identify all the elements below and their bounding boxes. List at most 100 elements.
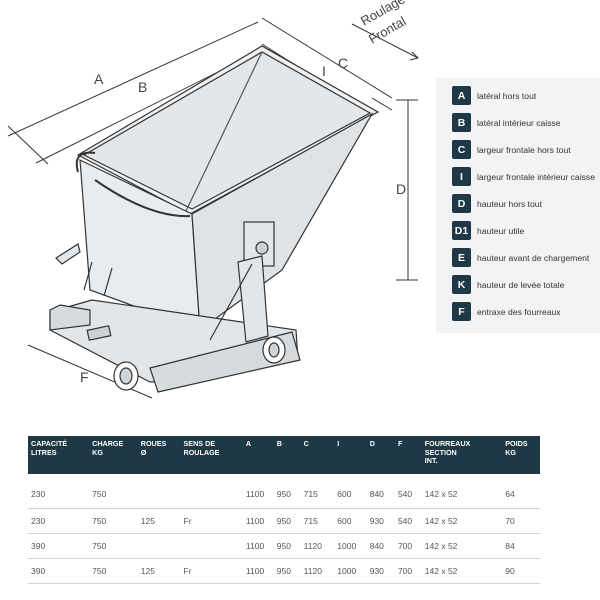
table-cell: 142 x 52 — [421, 508, 503, 534]
table-cell: 600 — [334, 473, 367, 509]
table-cell: 950 — [273, 533, 301, 559]
dim-label-d: D — [396, 181, 406, 197]
table-cell: 1120 — [300, 533, 335, 559]
table-cell: 64 — [502, 473, 540, 509]
legend-text: entraxe des fourreaux — [477, 306, 561, 317]
table-cell: 1000 — [334, 558, 367, 584]
tipping-skip-illustration: A B C I D F Roulage Frontal — [7, 0, 419, 399]
dim-label-a: A — [94, 71, 104, 87]
legend-badge: E — [452, 248, 471, 267]
table-cell: 950 — [273, 508, 301, 534]
legend-badge: D — [452, 194, 471, 213]
table-cell: 1000 — [334, 533, 367, 559]
table-cell: 125 — [137, 558, 181, 584]
table-cell: 390 — [28, 533, 90, 559]
table-cell — [180, 473, 243, 509]
column-header: C — [300, 436, 335, 474]
table-cell: 600 — [334, 508, 367, 534]
legend-text: hauteur utile — [477, 225, 525, 236]
column-header: D — [366, 436, 395, 474]
table-cell: 950 — [273, 558, 301, 584]
column-header: B — [273, 436, 301, 474]
table-cell: 142 x 52 — [421, 558, 503, 584]
legend-text: latéral intérieur caisse — [477, 117, 561, 128]
table-cell — [137, 473, 181, 509]
legend-text: hauteur de levée totale — [477, 279, 565, 290]
table-cell: 1100 — [242, 508, 274, 534]
table-cell: 840 — [366, 473, 395, 509]
column-header: A — [242, 436, 274, 474]
dim-label-b: B — [138, 79, 147, 95]
legend-badge: K — [452, 275, 471, 294]
table-cell: 70 — [502, 508, 540, 534]
table-cell: 930 — [366, 508, 395, 534]
dim-label-i: I — [322, 63, 326, 79]
direction-arrow — [351, 23, 419, 59]
column-header: F — [394, 436, 422, 474]
table-cell: 90 — [502, 558, 540, 584]
legend-badge: A — [452, 86, 471, 105]
table-cell: 1100 — [242, 533, 274, 559]
column-header: I — [334, 436, 367, 474]
dim-label-c: C — [338, 55, 348, 71]
table-cell: 700 — [394, 558, 422, 584]
table-cell: 950 — [273, 473, 301, 509]
table-cell: 750 — [89, 473, 138, 509]
table-cell — [180, 533, 243, 559]
table-cell: 230 — [28, 473, 90, 509]
table-cell: 1120 — [300, 558, 335, 584]
legend-text: largeur frontale hors tout — [477, 144, 571, 155]
table-cell: 540 — [394, 473, 422, 509]
table-cell: 840 — [366, 533, 395, 559]
table-cell: 750 — [89, 533, 138, 559]
legend-text: hauteur avant de chargement — [477, 252, 590, 263]
table-cell: 84 — [502, 533, 540, 559]
table-cell — [137, 533, 181, 559]
legend-text: largeur frontale intérieur caisse — [477, 171, 595, 182]
legend-badge: D1 — [452, 221, 471, 240]
table-cell: Fr — [180, 508, 243, 534]
legend-badge: C — [452, 140, 471, 159]
dim-line-c — [261, 17, 393, 99]
table-cell: 1100 — [242, 473, 274, 509]
legend-text: latéral hors tout — [477, 90, 537, 101]
legend-text: hauteur hors tout — [477, 198, 542, 209]
legend-item: D1 hauteur utile — [452, 217, 600, 244]
table-cell: 715 — [300, 473, 335, 509]
legend-badge: B — [452, 113, 471, 132]
table-cell: 750 — [89, 508, 138, 534]
table-cell: 750 — [89, 558, 138, 584]
table-cell: 700 — [394, 533, 422, 559]
table-cell: 142 x 52 — [421, 533, 503, 559]
table-cell: Fr — [180, 558, 243, 584]
legend-badge: I — [452, 167, 471, 186]
table-cell: 930 — [366, 558, 395, 584]
dim-line-a — [7, 21, 259, 137]
table-cell: 390 — [28, 558, 90, 584]
table-cell: 540 — [394, 508, 422, 534]
table-cell: 1100 — [242, 558, 274, 584]
table-cell: 230 — [28, 508, 90, 534]
table-cell: 142 x 52 — [421, 473, 503, 509]
